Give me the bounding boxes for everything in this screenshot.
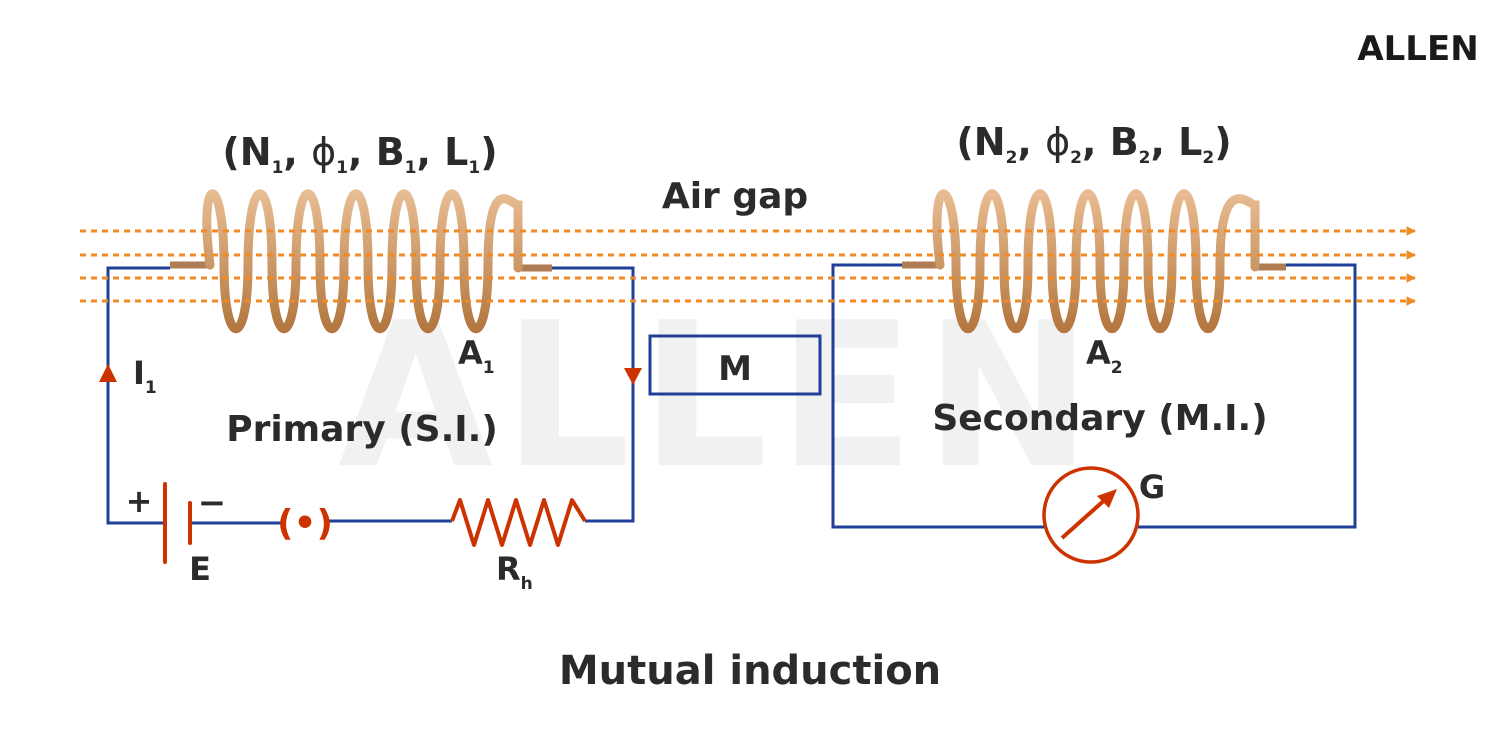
secondary-circuit [831, 263, 1357, 529]
secondary-coil [902, 189, 1286, 334]
primary-params: (N1, ϕ1, B1, L1) [222, 130, 497, 178]
secondary-params: (N2, ϕ2, B2, L2) [956, 120, 1231, 168]
current-arrow-up [99, 364, 117, 382]
brand-logo: ALLEN [1357, 29, 1478, 69]
galvanometer-label: G [1139, 468, 1165, 506]
air-gap-label: Air gap [662, 176, 808, 217]
battery-label: E [189, 550, 211, 588]
mutual-inductance-box [648, 334, 822, 396]
current-label: I1 [133, 354, 157, 398]
primary-coil [170, 189, 552, 334]
battery-minus: − [198, 483, 227, 523]
rheostat [450, 498, 587, 547]
primary-circuit [106, 266, 635, 525]
secondary-area-label: A2 [1086, 334, 1123, 378]
galvanometer [1042, 466, 1140, 564]
secondary-label: Secondary (M.I.) [932, 398, 1267, 439]
key-symbol: (•) [277, 503, 333, 544]
flux-lines [80, 226, 1416, 306]
primary-area-label: A1 [458, 334, 495, 378]
rheostat-label: Rh [496, 550, 533, 594]
watermark: ALLEN [338, 280, 1102, 513]
mutual-inductance-label: M [718, 349, 752, 389]
battery-plus: + [126, 482, 153, 520]
battery [163, 482, 192, 564]
primary-label: Primary (S.I.) [226, 409, 498, 450]
diagram-title: Mutual induction [559, 648, 941, 694]
current-arrow-down [624, 368, 642, 385]
